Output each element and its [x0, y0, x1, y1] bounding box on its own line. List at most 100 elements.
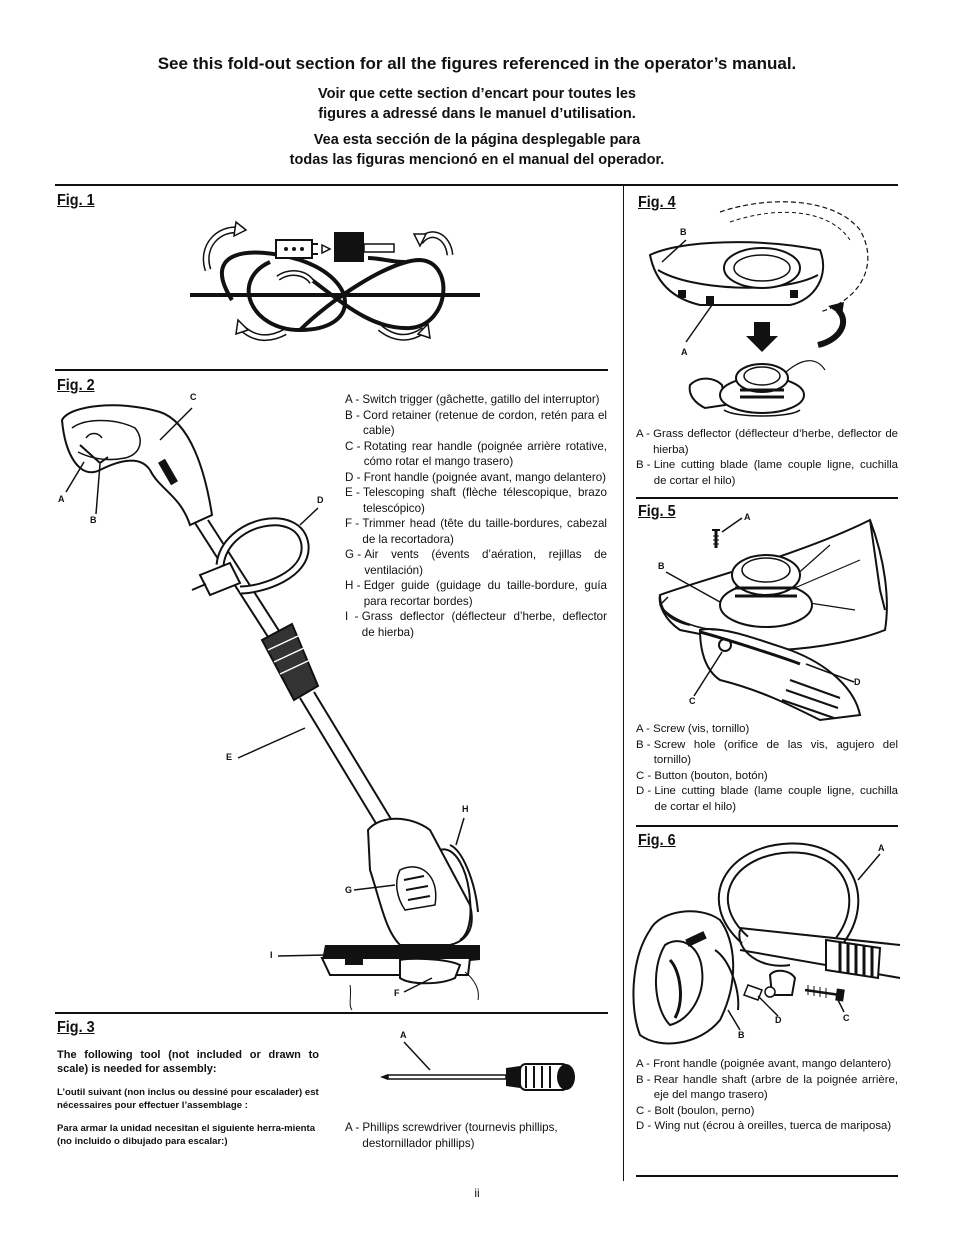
legend-key: H -	[345, 579, 364, 592]
fig6-legend-row: B - Rear handle shaft (arbre de la poign…	[636, 1073, 898, 1104]
legend-key: C -	[345, 439, 364, 453]
fig2-title: Fig. 2	[57, 377, 95, 394]
legend-text: Air vents (évents d’aération, rejillas d…	[364, 548, 607, 577]
legend-text: Line cutting blade (lame couple ligne, c…	[653, 459, 898, 487]
fig2-legend-row: D - Front handle (poignée avant, mango d…	[345, 470, 607, 486]
header-english: See this fold-out section for all the fi…	[157, 54, 797, 73]
fig4-callout-a: A	[681, 347, 688, 357]
fig2-callout-e: E	[226, 752, 233, 762]
legend-text: Grass deflector (déflecteur d’herbe, def…	[653, 428, 898, 456]
header-french-line1: Voir que cette section d’encart pour tou…	[318, 86, 636, 102]
page-number: ii	[474, 1186, 480, 1200]
fig2-legend-row: E - Telescoping shaft (flèche télescopiq…	[345, 485, 607, 516]
header-spanish: Vea esta sección de la página desplegabl…	[0, 130, 954, 170]
fig6-bottom-rule	[636, 1175, 898, 1177]
legend-key: F -	[345, 517, 363, 530]
legend-key: A -	[345, 1121, 363, 1134]
fig6-legend-row: A - Front handle (poignée avant, mango d…	[636, 1057, 898, 1073]
fig2-legend-row: B - Cord retainer (retenue de cordon, re…	[345, 408, 607, 439]
fig6-callout-b: B	[738, 1030, 745, 1040]
fig3-note-english: The following tool (not included or draw…	[57, 1049, 319, 1075]
fig5-callout-c: C	[689, 696, 696, 706]
fig6-legend-row: C - Bolt (boulon, perno)	[636, 1104, 898, 1120]
fig6-legend: A - Front handle (poignée avant, mango d…	[636, 1057, 898, 1135]
legend-text: Front handle (poignée avant, mango delan…	[653, 1058, 892, 1070]
fig4-legend: A - Grass deflector (déflecteur d’herbe,…	[636, 427, 898, 489]
legend-text: Rotating rear handle (poignée arrière ro…	[363, 439, 607, 469]
fig4-legend-row: B - Line cutting blade (lame couple lign…	[636, 458, 898, 489]
legend-key: B -	[345, 408, 364, 422]
legend-text: Grass deflector (déflecteur d’herbe, def…	[361, 610, 607, 639]
legend-text: Phillips screwdriver (tournevis phillips…	[362, 1121, 558, 1150]
legend-text: Wing nut (écrou à oreilles, tuerca de ma…	[654, 1120, 892, 1132]
legend-text: Line cutting blade (lame couple ligne, c…	[654, 785, 898, 813]
fig2-legend-row: I - Grass deflector (déflecteur d’herbe,…	[345, 609, 607, 640]
fig2-legend: A - Switch trigger (gâchette, gatillo de…	[345, 392, 607, 640]
legend-key: A -	[345, 393, 363, 406]
fig3-note-french: L’outil suivant (non inclus ou dessiné p…	[57, 1087, 319, 1111]
fig2-callout-b: B	[90, 515, 97, 525]
fig6-legend-row: D - Wing nut (écrou à oreilles, tuerca d…	[636, 1119, 898, 1135]
fig3-note-spanish: Para armar la unidad necesitan el siguie…	[57, 1123, 316, 1147]
fig5-legend-row: C - Button (bouton, botón)	[636, 769, 898, 785]
legend-key: D -	[636, 785, 655, 797]
fig2-callout-c: C	[190, 392, 197, 402]
legend-key: G -	[345, 548, 365, 561]
fig5-legend-row: B - Screw hole (orifice de las vis, aguj…	[636, 738, 898, 769]
header-spanish-line1: Vea esta sección de la página desplegabl…	[313, 132, 641, 148]
legend-text: Button (bouton, botón)	[654, 769, 768, 782]
fig6-title: Fig. 6	[638, 832, 676, 849]
fig5-callout-a: A	[744, 512, 751, 522]
fig1-bottom-rule	[55, 369, 608, 371]
fig5-bottom-rule	[636, 825, 898, 827]
legend-text: Edger guide (guidage du taille-bordure, …	[363, 579, 607, 608]
header-french: Voir que cette section d’encart pour tou…	[0, 84, 954, 124]
legend-text: Front handle (poignée avant, mango delan…	[363, 470, 607, 484]
legend-text: Bolt (boulon, perno)	[654, 1104, 755, 1117]
fig2-callout-i: I	[270, 950, 273, 960]
legend-key: B -	[636, 738, 654, 751]
legend-text: Cord retainer (retenue de cordon, retén …	[363, 408, 607, 438]
column-divider	[623, 186, 624, 1181]
legend-text: Switch trigger (gâchette, gatillo del in…	[362, 393, 600, 406]
legend-key: B -	[636, 459, 654, 471]
fig2-callout-d: D	[317, 495, 324, 505]
legend-text: Screw (vis, tornillo)	[653, 723, 750, 735]
fig3-legend-row: A - Phillips screwdriver (tournevis phil…	[345, 1120, 585, 1151]
header-spanish-line2: todas las figuras mencionó en el manual …	[289, 152, 665, 168]
fig5-legend-row: D - Line cutting blade (lame couple lign…	[636, 784, 898, 815]
fig5-callout-d: D	[854, 677, 861, 687]
header-french-line2: figures a adressé dans le manuel d’utili…	[318, 106, 636, 122]
legend-key: A -	[636, 1058, 654, 1070]
fig3-title: Fig. 3	[57, 1019, 95, 1036]
legend-text: Screw hole (orifice de las vis, agujero …	[653, 738, 898, 767]
fig2-legend-row: H - Edger guide (guidage du taille-bordu…	[345, 578, 607, 609]
fig4-callout-b: B	[680, 227, 687, 237]
fig2-legend-row: C - Rotating rear handle (poignée arrièr…	[345, 439, 607, 470]
fig3-callout-a: A	[400, 1030, 407, 1040]
fig4-title: Fig. 4	[638, 194, 676, 211]
fig4-legend-row: A - Grass deflector (déflecteur d’herbe,…	[636, 427, 898, 458]
legend-key: D -	[345, 470, 364, 484]
fig2-legend-row: F - Trimmer head (tête du taille-bordure…	[345, 516, 607, 547]
fig6-callout-d: D	[775, 1015, 782, 1025]
fig2-callout-a: A	[58, 494, 65, 504]
legend-text: Rear handle shaft (arbre de la poignée a…	[653, 1073, 898, 1102]
top-rule	[55, 184, 898, 186]
fig4-bottom-rule	[636, 497, 898, 499]
legend-key: I -	[345, 610, 362, 623]
fig6-callout-a: A	[878, 843, 885, 853]
fig2-callout-f: F	[394, 988, 400, 998]
legend-key: B -	[636, 1073, 654, 1086]
legend-key: D -	[636, 1120, 655, 1132]
fig5-legend: A - Screw (vis, tornillo) B - Screw hole…	[636, 722, 898, 815]
fig5-title: Fig. 5	[638, 503, 676, 520]
fig5-legend-row: A - Screw (vis, tornillo)	[636, 722, 898, 738]
fig5-callout-b: B	[658, 561, 665, 571]
legend-key: A -	[636, 723, 654, 735]
fig2-callout-g: G	[345, 885, 353, 895]
